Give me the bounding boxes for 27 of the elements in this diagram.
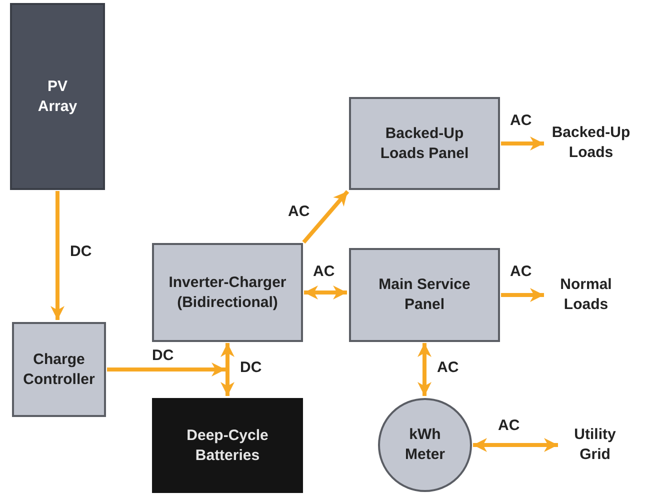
component-box: Main Service Panel [349,248,500,342]
node-text: Backed-Up Loads [546,119,636,167]
arrow [418,343,432,396]
arrow [50,191,64,320]
edge-label: AC [510,113,532,128]
edge-label: DC [240,360,262,375]
arrow [501,288,544,302]
component-box: Charge Controller [12,322,106,417]
node-text: Utility Grid [560,422,630,468]
component-box: Inverter-Charger (Bidirectional) [152,243,303,342]
arrow [302,190,350,244]
arrow [107,362,226,376]
arrow [501,136,544,150]
edge-label: AC [288,204,310,219]
edge-label: AC [498,418,520,433]
edge-label: AC [313,264,335,279]
arrow [473,438,558,452]
node-text: Normal Loads [546,272,626,318]
edge-label: DC [152,348,174,363]
component-box: Backed-Up Loads Panel [349,97,500,190]
edge-label: AC [437,360,459,375]
component-box: PV Array [10,3,105,190]
component-box: Deep-Cycle Batteries [152,398,303,493]
arrow [304,286,347,300]
arrow [220,343,234,396]
edge-label: AC [510,264,532,279]
edge-label: DC [70,244,92,259]
